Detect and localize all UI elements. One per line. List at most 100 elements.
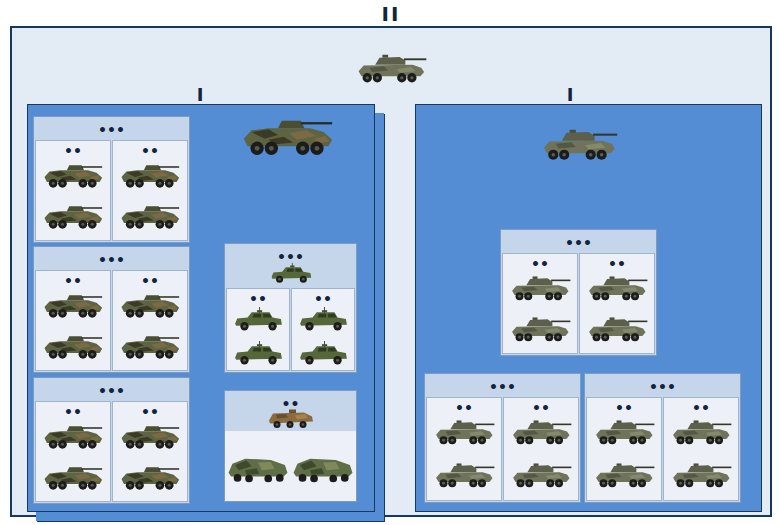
vehicle-icon [433,415,495,447]
vehicle-icon [119,460,181,492]
unit-size-symbol: ••• [489,379,516,395]
vehicle-icon [291,441,355,493]
unit-size-symbol: II [382,3,401,25]
vehicle-icon [593,415,655,447]
unit-size-symbol: •• [532,400,550,416]
section-cell: •• [586,397,662,501]
section-cell: •• [112,401,188,502]
unit-size-symbol: •• [455,400,473,416]
platoon-box: ••••••• [424,373,581,503]
unit-size-symbol: ••• [98,383,125,399]
platoon-box: ••••••• [500,229,657,356]
unit-size-wrap: •• [587,398,661,417]
vehicle-icon [510,415,572,447]
platoon-box: ••••••• [224,243,357,373]
platoon-box: ••••••• [33,116,190,243]
unit-size-wrap: I [28,85,374,105]
unit-size-symbol: •• [64,404,82,420]
battalion-box: III••••••••••••••••••••••••••••••I••••••… [10,26,772,517]
vehicle-icon [509,271,571,303]
vehicle-icon [119,419,181,451]
unit-size-symbol: ••• [277,249,304,265]
vehicle-icon [226,441,290,493]
unit-size-wrap: •• [503,254,577,273]
unit-size-symbol: •• [615,400,633,416]
vehicle-icon [42,460,104,492]
unit-size-symbol: •• [249,291,267,307]
unit-size-wrap: •• [504,398,578,417]
unit-size-wrap: •• [227,289,289,308]
section-cell: •• [503,397,579,501]
section-cell: •• [35,140,111,241]
vehicle-icon [240,110,335,158]
vehicle-icon [232,338,284,368]
unit-size-symbol: I [567,85,576,105]
unit-size-symbol: •• [141,273,159,289]
unit-size-wrap: ••• [501,233,656,252]
vehicle-icon [297,338,349,368]
unit-size-symbol: I [197,85,206,105]
vehicle-icon [670,415,732,447]
vehicle-icon [119,199,181,231]
unit-size-symbol: •• [64,273,82,289]
section-cell: •• [112,270,188,371]
unit-size-wrap: •• [113,141,187,160]
company-box: I••••••••••••••••••••• [415,104,762,512]
section-cell: •• [579,253,655,354]
vehicle-icon [42,158,104,190]
unit-size-symbol: •• [64,143,82,159]
vehicle-icon [119,329,181,361]
unit-size-symbol: ••• [565,235,592,251]
company-box: I•••••••••••••••••••••••••••••• [27,104,375,512]
vehicle-icon [119,158,181,190]
unit-size-symbol: •• [608,256,626,272]
unit-size-wrap: II [12,3,770,25]
section-cell: •• [663,397,739,501]
section-cell: •• [35,270,111,371]
vehicle-icon [42,288,104,320]
unit-size-wrap: •• [36,402,110,421]
unit-size-wrap: •• [580,254,654,273]
vehicle-icon [42,419,104,451]
section-cell: •• [502,253,578,354]
vehicle-icon [232,304,284,334]
platoon-box: ••••••• [584,373,741,503]
unit-size-wrap: •• [225,394,356,413]
vehicle-icon [119,288,181,320]
vehicle-icon [586,271,648,303]
unit-size-symbol: ••• [98,252,125,268]
unit-size-wrap: •• [113,402,187,421]
unit-size-symbol: ••• [649,379,676,395]
section-cell: •• [426,397,502,501]
unit-size-wrap: I [416,85,726,105]
unit-size-symbol: •• [141,404,159,420]
unit-size-symbol: •• [314,291,332,307]
unit-size-symbol: •• [531,256,549,272]
unit-size-wrap: ••• [34,381,189,400]
unit-size-wrap: •• [664,398,738,417]
vehicle-icon [593,458,655,490]
unit-size-wrap: ••• [585,377,740,396]
vehicle-icon [509,312,571,344]
vehicle-icon [355,48,427,86]
unit-size-symbol: •• [282,396,300,412]
unit-size-wrap: •• [36,141,110,160]
unit-size-wrap: ••• [34,250,189,269]
vehicle-icon [670,458,732,490]
platoon-box: ••••••• [33,246,190,373]
unit-size-symbol: •• [692,400,710,416]
section-cell: •• [291,288,355,371]
vehicle-icon [42,199,104,231]
vehicle-icon [297,304,349,334]
unit-size-wrap: ••• [425,377,580,396]
unit-size-wrap: •• [427,398,501,417]
section-cell: •• [112,140,188,241]
unit-size-wrap: •• [36,271,110,290]
section-box: •• [224,390,357,502]
vehicle-icon [42,329,104,361]
unit-size-symbol: ••• [98,122,125,138]
unit-size-symbol: •• [141,143,159,159]
vehicle-icon [510,458,572,490]
unit-size-wrap: •• [292,289,354,308]
